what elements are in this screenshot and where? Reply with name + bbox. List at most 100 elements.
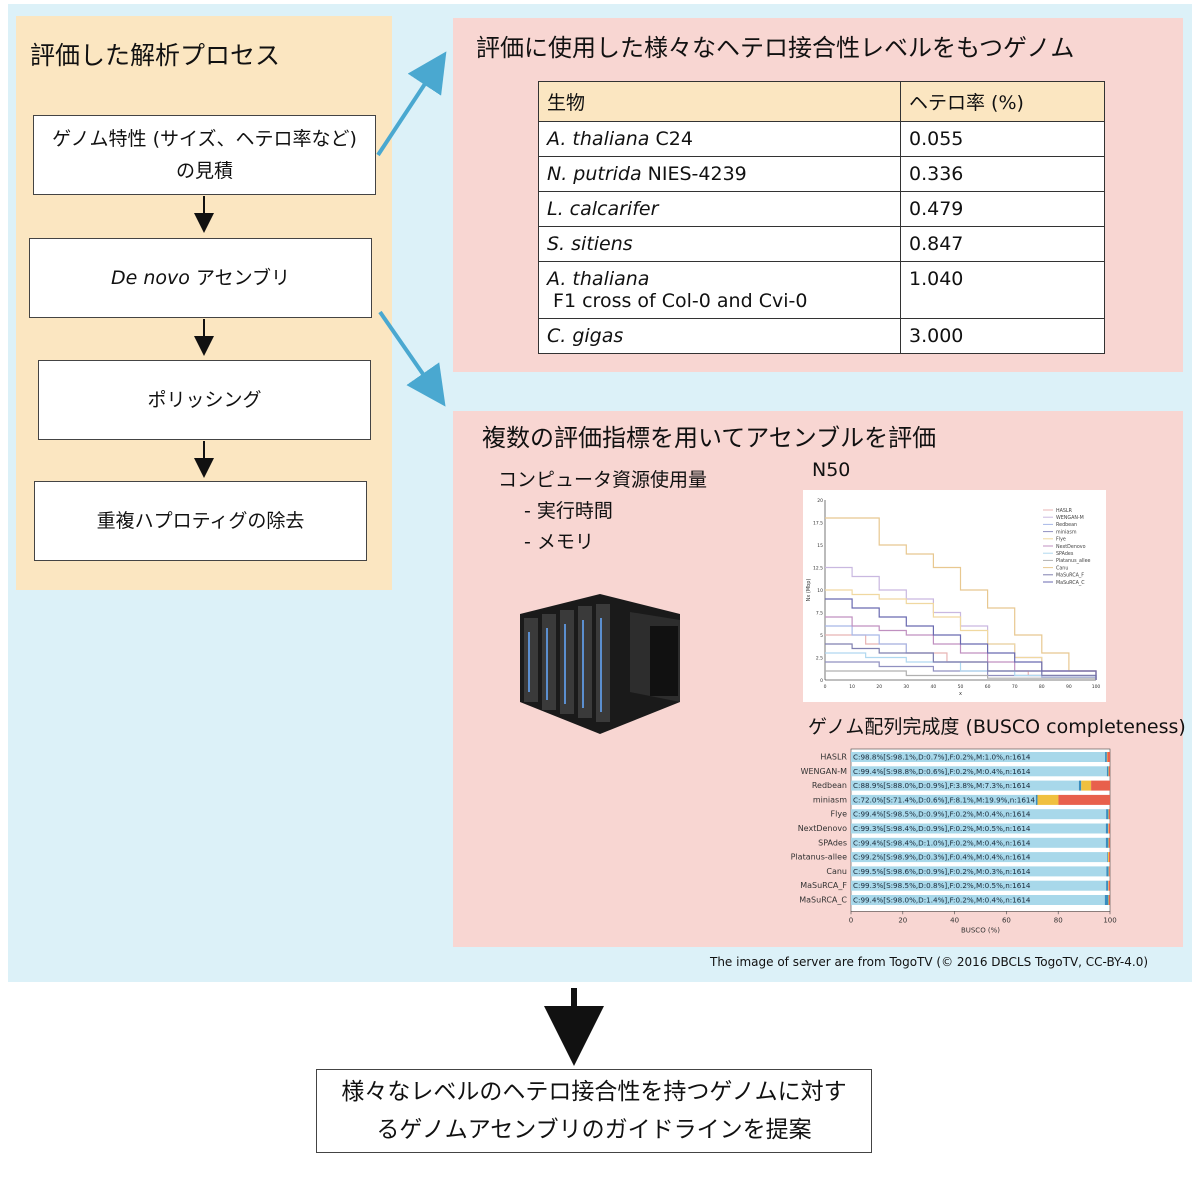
busco-bar-segment [851, 866, 1107, 877]
busco-category-label: miniasm [813, 795, 847, 804]
step-de-novo-assembly: De novo アセンブリ [29, 238, 372, 318]
busco-x-tick-label: 20 [898, 916, 907, 924]
n50-title: N50 [812, 459, 851, 481]
species-name: S. sitiens [547, 233, 633, 255]
busco-bar-segment [1106, 809, 1109, 820]
hetero-rate-cell: 0.479 [900, 191, 1105, 227]
resources-item-memory: - メモリ [524, 531, 594, 553]
busco-bar-segment [1107, 852, 1109, 863]
n50-x-tick-label: 90 [1066, 684, 1072, 690]
busco-bar-segment [851, 752, 1106, 762]
busco-bar-segment [1108, 837, 1110, 848]
busco-bar-segment [1108, 895, 1109, 905]
busco-bar-segment [1108, 766, 1110, 777]
busco-bar-segment [1107, 852, 1108, 863]
busco-bar-segment [1108, 809, 1110, 820]
arrow-to-evaluation-panel [378, 310, 446, 407]
table-row: L. calcarifer 0.479 [538, 191, 1105, 227]
n50-y-tick-label: 20 [817, 498, 823, 504]
busco-bar-segment [1108, 866, 1110, 877]
n50-y-axis-label: Nx (Mbp) [806, 579, 812, 602]
organism-cell: L. calcarifer [538, 191, 901, 227]
busco-category-label: WENGAN-M [801, 767, 847, 776]
busco-category-label: Redbean [812, 781, 847, 790]
busco-bar-segment [1108, 880, 1110, 891]
step-haplotig-removal: 重複ハプロティグの除去 [34, 481, 367, 561]
busco-bar-segment [1058, 794, 1110, 805]
n50-y-tick-label: 17.5 [813, 521, 823, 527]
busco-bar-segment [851, 809, 1107, 820]
table-header-rate: ヘテロ率 (%) [900, 81, 1105, 122]
busco-category-label: Flye [831, 810, 848, 819]
busco-bar-segment [851, 837, 1106, 848]
resources-item-runtime: - 実行時間 [524, 500, 613, 522]
busco-bar-segment [1108, 852, 1110, 863]
busco-bar-segment [1108, 766, 1109, 777]
busco-bar-label: C:72.0%[S:71.4%,D:0.6%],F:8.1%,M:19.9%,n… [853, 795, 1035, 804]
step-de-novo-rest: アセンブリ [189, 267, 290, 289]
busco-bar-segment [1108, 823, 1109, 834]
busco-category-label: NextDenovo [798, 824, 847, 833]
n50-series-line [825, 517, 1097, 680]
busco-x-tick-label: 100 [1103, 916, 1116, 924]
table-header-organism: 生物 [538, 81, 901, 122]
n50-x-tick-label: 80 [1039, 684, 1045, 690]
busco-bar-label: C:99.2%[S:98.9%,D:0.3%],F:0.4%,M:0.4%,n:… [853, 853, 1031, 862]
busco-bar-label: C:88.9%[S:88.0%,D:0.9%],F:3.8%,M:7.3%,n:… [853, 781, 1031, 790]
process-title: 評価した解析プロセス [30, 41, 281, 70]
busco-category-label: Platanus-allee [791, 853, 847, 862]
n50-x-tick-label: 20 [876, 684, 882, 690]
busco-bar-segment [851, 780, 1079, 791]
busco-bar-segment [1105, 752, 1107, 762]
n50-legend-label: Canu [1056, 565, 1068, 571]
busco-bar-segment [1078, 780, 1082, 791]
busco-bar-segment [1104, 895, 1109, 905]
n50-series-line [825, 598, 1097, 680]
busco-x-tick-label: 0 [849, 916, 853, 924]
busco-bar-segment [851, 766, 1107, 777]
hetero-rate-cell: 0.336 [900, 156, 1105, 192]
n50-y-tick-label: 0 [820, 678, 823, 684]
busco-x-tick-label: 80 [1054, 916, 1063, 924]
strain-name: C24 [649, 128, 693, 150]
step-genome-estimation: ゲノム特性 (サイズ、ヘテロ率など) の見積 [33, 115, 376, 195]
hetero-rate-cell: 3.000 [900, 318, 1105, 354]
n50-y-tick-label: 15 [817, 543, 823, 549]
organism-cell: C. gigas [538, 318, 901, 354]
step-genome-estimation-line2: の見積 [175, 160, 233, 182]
busco-bar-segment [1091, 780, 1110, 791]
busco-bar-label: C:99.3%[S:98.4%,D:0.9%],F:0.2%,M:0.5%,n:… [853, 824, 1031, 833]
strain-name: NIES-4239 [641, 163, 747, 185]
busco-bar-segment [1108, 895, 1110, 905]
species-name: A. thaliana [547, 128, 650, 150]
n50-legend-label: WENGAN-M [1056, 515, 1084, 521]
hetero-rate-cell: 0.847 [900, 226, 1105, 262]
busco-bar-segment [1106, 866, 1109, 877]
busco-bar-segment [851, 895, 1105, 905]
busco-title: ゲノム配列完成度 (BUSCO completeness) [808, 716, 1186, 738]
busco-bar-segment [851, 794, 1036, 805]
species-name: N. putrida [547, 163, 642, 185]
busco-bar-segment [1081, 780, 1092, 791]
table-row: A. thaliana F1 cross of Col-0 and Cvi-0 … [538, 261, 1105, 319]
busco-bar-segment [1106, 752, 1108, 762]
hetero-table: 生物 ヘテロ率 (%) A. thaliana C24 0.055 N. put… [538, 81, 1105, 354]
conclusion-line1: 様々なレベルのヘテロ接合性を持つゲノムに対す [341, 1079, 847, 1105]
species-name: A. thaliana [547, 268, 650, 290]
busco-category-label: MaSuRCA_F [800, 881, 847, 890]
busco-category-label: Canu [826, 867, 847, 876]
species-name: C. gigas [547, 325, 624, 347]
table-row: S. sitiens 0.847 [538, 226, 1105, 262]
species-name: L. calcarifer [547, 198, 659, 220]
busco-bar-segment [1107, 752, 1110, 762]
n50-legend-label: NextDenovo [1056, 544, 1086, 550]
n50-x-tick-label: 0 [824, 684, 827, 690]
busco-bar-label: C:98.8%[S:98.1%,D:0.7%],F:0.2%,M:1.0%,n:… [853, 753, 1031, 762]
n50-x-tick-label: 10 [849, 684, 855, 690]
n50-legend-label: miniasm [1056, 529, 1077, 535]
step-de-novo-italic: De novo [111, 267, 190, 289]
busco-bar-segment [851, 880, 1107, 891]
